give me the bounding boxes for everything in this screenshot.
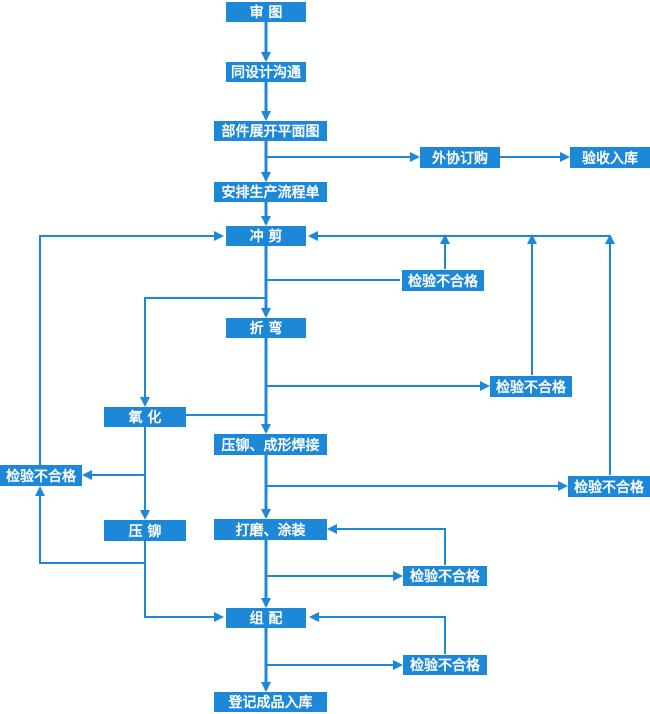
node-inspect-fail-2: 检验不合格 [490,376,572,397]
node-outsource-purchase: 外协订购 [420,147,500,168]
node-press-rivet-weld: 压铆、成形焊接 [214,434,327,455]
node-inspect-fail-5: 检验不合格 [403,566,487,586]
arrow-rivet-fail [35,486,145,564]
node-communicate-design: 同设计沟通 [226,62,306,82]
arrow-rivet-to-assembly [144,541,224,622]
node-bending: 折 弯 [226,318,306,338]
arrow-left-fail-to-punch [39,231,224,465]
node-inspect-fail-3: 检验不合格 [568,476,650,497]
node-inspect-fail-4: 检验不合格 [0,465,82,486]
node-schedule-production: 安排生产流程单 [214,182,327,202]
node-press-rivet: 压 铆 [104,520,186,541]
node-grinding-painting: 打磨、涂装 [214,519,327,540]
arrow-inspect-6-back [309,612,446,654]
arrow-to-oxidation [140,297,266,407]
node-review-drawings: 审 图 [226,2,306,22]
node-assembly: 组 配 [226,608,306,628]
arrow-inspect-5-back [327,524,446,565]
node-oxidation: 氧 化 [104,407,186,427]
node-inspect-fail-1: 检验不合格 [402,270,484,291]
node-inspect-fail-6: 检验不合格 [403,655,487,675]
node-unfold-drawing: 部件展开平面图 [214,121,327,141]
node-acceptance-storage: 验收入库 [570,147,650,168]
node-register-storage: 登记成品入库 [214,692,327,712]
node-punching-shearing: 冲 剪 [226,226,306,246]
